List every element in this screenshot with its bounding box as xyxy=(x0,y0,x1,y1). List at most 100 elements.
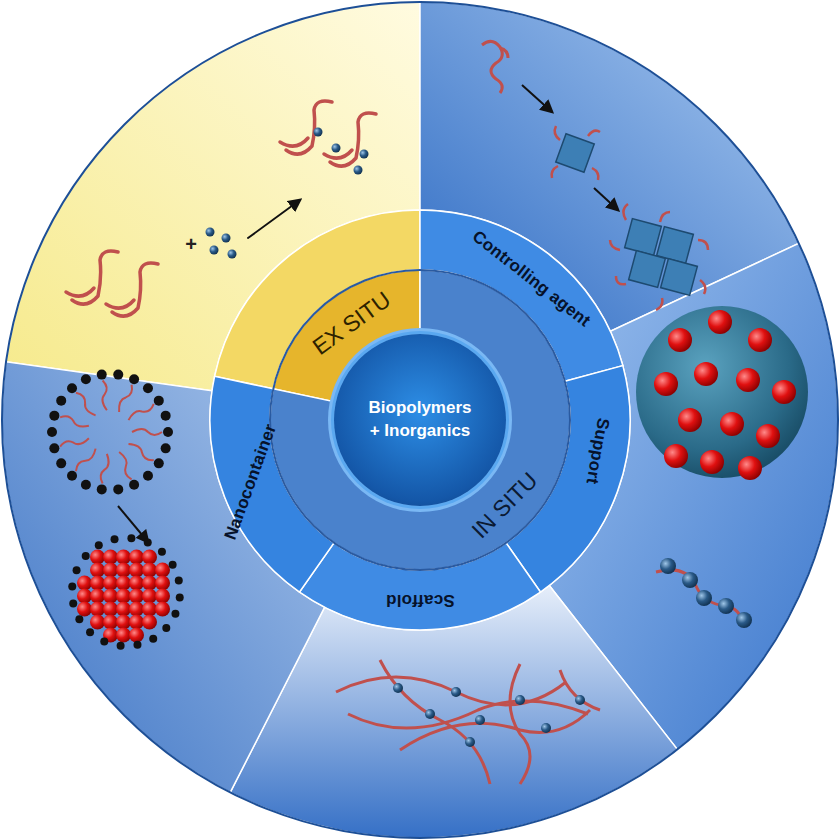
red-particle xyxy=(103,576,118,591)
red-particle xyxy=(142,615,157,630)
red-particle xyxy=(654,372,678,396)
surfactant-head xyxy=(175,577,183,585)
nanoparticle-dots xyxy=(332,144,341,153)
red-particle xyxy=(738,456,762,480)
center-halo xyxy=(328,328,512,512)
support-illustration xyxy=(636,306,808,628)
red-particle xyxy=(756,424,780,448)
red-particle xyxy=(116,589,131,604)
scaffold-dots xyxy=(515,695,525,705)
plus-sign: + xyxy=(185,233,197,256)
surfactant-tail xyxy=(60,438,89,446)
red-particle xyxy=(90,550,105,565)
controlling-agent-illustration xyxy=(610,204,708,310)
red-particle xyxy=(129,576,144,591)
surfactant-tail xyxy=(102,381,106,411)
ex-situ-illustration xyxy=(280,138,308,146)
red-particle xyxy=(142,576,157,591)
surfactant-head xyxy=(67,383,77,393)
segment-label: Scaffold xyxy=(386,590,455,610)
support-illustration xyxy=(718,598,734,614)
outer-wedge xyxy=(2,362,325,793)
red-particle xyxy=(155,602,170,617)
nanoparticle-dots xyxy=(314,128,323,137)
red-particle xyxy=(129,589,144,604)
surfactant-head xyxy=(73,566,81,574)
surfactant-tail xyxy=(119,385,132,412)
red-particle xyxy=(736,368,760,392)
red-particle xyxy=(772,380,796,404)
support-illustration xyxy=(736,612,752,628)
controlling-agent-illustration xyxy=(625,219,698,296)
red-particle xyxy=(77,602,92,617)
ex-situ-illustration xyxy=(106,300,134,308)
surfactant-head xyxy=(163,427,173,437)
surfactant-head xyxy=(49,411,59,421)
support-illustration xyxy=(636,306,808,478)
red-particle xyxy=(103,589,118,604)
controlling-agent-illustration xyxy=(482,41,502,93)
red-particle xyxy=(90,576,105,591)
red-particle xyxy=(720,412,744,436)
scaffold-dots xyxy=(541,723,551,733)
red-particle xyxy=(129,563,144,578)
red-particle xyxy=(116,628,131,643)
ex-situ-illustration xyxy=(248,200,300,238)
controlling-agent-illustration xyxy=(594,188,618,210)
surfactant-head xyxy=(86,628,94,636)
nanocontainer-illustration xyxy=(118,506,148,542)
surfactant-head xyxy=(161,443,171,453)
nanoparticle-dots xyxy=(206,228,215,237)
support-illustration xyxy=(696,590,712,606)
ex-situ-illustration xyxy=(66,288,94,296)
scaffold-illustration xyxy=(400,710,590,750)
nanoparticle-dots xyxy=(210,246,219,255)
red-particle xyxy=(116,550,131,565)
red-particle xyxy=(116,576,131,591)
in-situ-band xyxy=(270,270,570,570)
red-particle xyxy=(129,602,144,617)
nanoparticle-dots xyxy=(360,150,369,159)
scaffold-dots xyxy=(475,715,485,725)
scaffold-dots xyxy=(425,709,435,719)
surfactant-head xyxy=(161,411,171,421)
scaffold-illustration xyxy=(560,670,600,710)
ring-edge xyxy=(270,270,570,570)
surfactant-head xyxy=(97,484,107,494)
red-particle xyxy=(116,602,131,617)
surfactant-tail xyxy=(101,454,109,484)
surfactant-head xyxy=(117,642,125,650)
red-particle xyxy=(103,602,118,617)
nanoparticle-dots xyxy=(206,128,369,259)
red-particle xyxy=(694,362,718,386)
surfactant-tail xyxy=(129,404,154,420)
red-particle xyxy=(142,589,157,604)
controlling-agent-illustration xyxy=(556,134,594,172)
scaffold-dots xyxy=(393,683,585,747)
surfactant-head xyxy=(82,552,90,560)
ring-segment: Scaffold xyxy=(382,588,459,612)
controlling-agent-illustration xyxy=(552,126,600,180)
surfactant-head xyxy=(111,535,119,543)
red-particle xyxy=(129,615,144,630)
surfactant-head xyxy=(68,583,76,591)
scaffold-dots xyxy=(575,695,585,705)
surfactant-head xyxy=(129,374,139,384)
red-particle xyxy=(90,602,105,617)
nanoparticle-dots xyxy=(222,234,231,243)
surfactant-tail xyxy=(132,429,162,435)
red-particle xyxy=(116,615,131,630)
red-particle xyxy=(678,408,702,432)
support-illustration xyxy=(682,572,698,588)
surfactant-head xyxy=(113,370,123,380)
center-circle: Biopolymers + Inorganics xyxy=(334,334,506,506)
surfactant-head xyxy=(158,548,166,556)
red-particle xyxy=(155,576,170,591)
surfactant-head xyxy=(133,641,141,649)
red-particle xyxy=(668,328,692,352)
surfactant-head xyxy=(47,427,57,437)
red-particle xyxy=(90,615,105,630)
surfactant-head xyxy=(113,484,123,494)
